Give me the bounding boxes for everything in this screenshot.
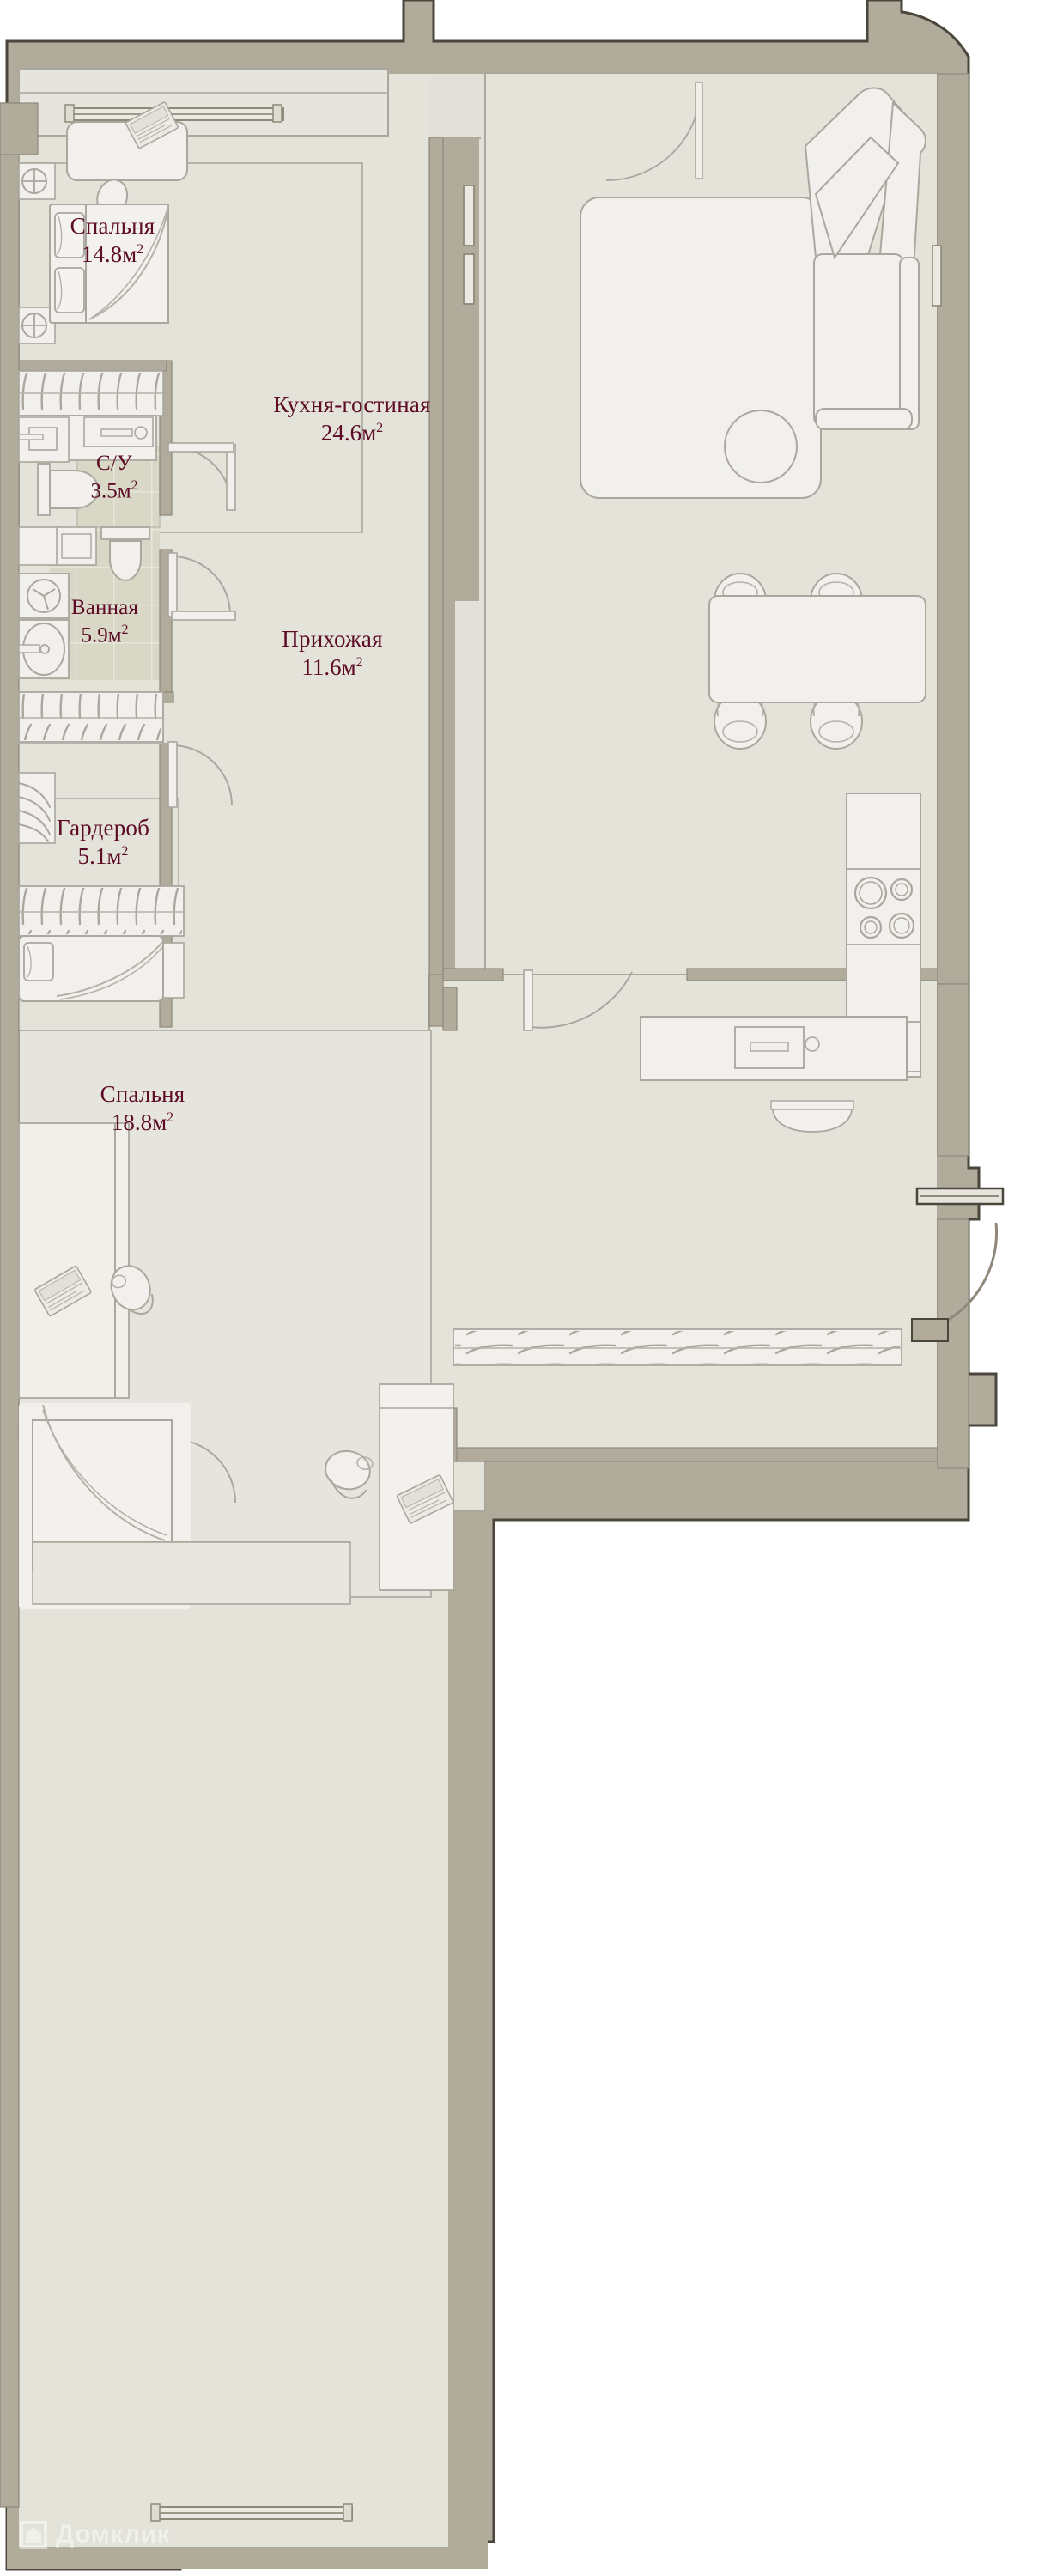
laptop-icon-2	[33, 1265, 92, 1317]
interior-walls	[0, 73, 969, 2508]
window-top-left	[64, 104, 284, 123]
kitchen-sink-counter	[640, 1016, 908, 1133]
cooktop-icon	[853, 876, 915, 939]
windows	[463, 185, 942, 307]
door-balcony	[605, 82, 703, 181]
washing-machine	[18, 573, 70, 619]
door-kitchen	[523, 969, 633, 1031]
door-wc	[167, 442, 236, 511]
door-wardrobe	[167, 741, 233, 808]
dining-table	[708, 595, 926, 703]
wall-lamp-upper	[18, 162, 56, 200]
bedroom-2-furniture	[18, 935, 454, 2522]
dining-set	[708, 573, 926, 750]
washbasin	[18, 619, 70, 679]
desk-chair-2	[110, 1265, 154, 1315]
bedroom-1-furniture	[18, 101, 284, 344]
kitchen-living-furniture	[580, 87, 926, 1133]
closet-column	[18, 1122, 130, 1399]
bed-lower	[19, 1403, 351, 1609]
toilet-wc	[37, 463, 100, 516]
wc-fixtures	[18, 415, 157, 566]
laptop-icon-3	[396, 1474, 454, 1524]
interior-doors	[167, 82, 1005, 1504]
corridor-closet-top	[18, 370, 164, 416]
laptop-icon	[125, 101, 179, 149]
hallway-closet	[453, 1328, 902, 1366]
toilet-bath	[100, 526, 150, 582]
door-bathroom	[167, 552, 236, 621]
window-bottom	[150, 2503, 353, 2522]
coffee-table	[724, 410, 798, 483]
entry-door	[911, 1187, 1005, 1342]
sofa-sectional	[804, 87, 926, 430]
bed-mid	[18, 935, 164, 1002]
desk-chair-3	[325, 1449, 374, 1499]
bed-upper	[49, 204, 169, 324]
